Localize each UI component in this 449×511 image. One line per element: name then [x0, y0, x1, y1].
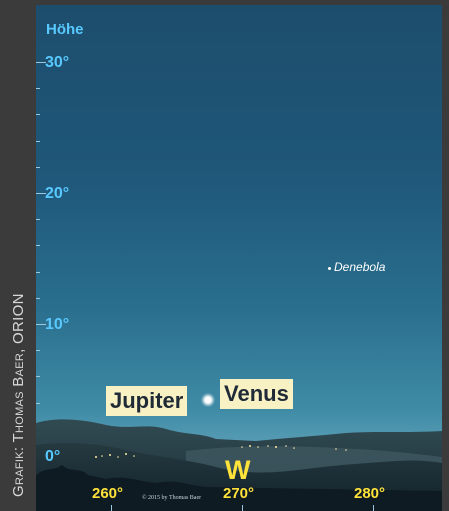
altitude-label-10: 10° — [45, 316, 70, 333]
altitude-tick-minor — [36, 298, 40, 299]
image-credit: Grafik: Thomas Baer, ORION — [10, 293, 27, 497]
azimuth-tick — [373, 505, 374, 511]
credit-strip: Grafik: Thomas Baer, ORION — [0, 0, 28, 511]
altitude-label-20: 20° — [45, 185, 70, 202]
altitude-label-0: 0° — [45, 448, 61, 465]
altitude-tick-minor — [36, 219, 40, 220]
azimuth-tick — [242, 505, 243, 511]
star-denebola-label: Denebola — [334, 260, 386, 274]
azimuth-tick — [111, 505, 112, 511]
altitude-tick-minor — [36, 114, 40, 115]
altitude-tick-minor — [36, 141, 40, 142]
altitude-tick-minor — [36, 272, 40, 273]
star-denebola-marker — [328, 267, 331, 270]
town-lights — [95, 445, 347, 458]
foreground-trees — [36, 465, 442, 511]
altitude-tick-major — [36, 193, 46, 194]
altitude-tick-minor — [36, 350, 40, 351]
altitude-tick-major — [36, 62, 46, 63]
altitude-tick-major — [36, 324, 46, 325]
altitude-tick-minor — [36, 376, 40, 377]
azimuth-label-270: 270° — [223, 485, 255, 502]
altitude-label-30: 30° — [45, 54, 70, 71]
horizon-landscape — [36, 419, 442, 511]
compass-direction-west: W — [225, 455, 251, 485]
planet-label-venus: Venus — [220, 379, 293, 409]
copyright-note: © 2015 by Thomas Baer — [142, 495, 202, 501]
azimuth-label-280: 280° — [354, 485, 386, 502]
azimuth-label-260: 260° — [92, 485, 124, 502]
planet-label-jupiter: Jupiter — [106, 386, 188, 416]
altitude-tick-minor — [36, 245, 40, 246]
altitude-tick-minor — [36, 403, 40, 404]
altitude-tick-minor — [36, 88, 40, 89]
altitude-axis-title: Höhe — [46, 21, 84, 38]
planet-glow-icon — [201, 393, 215, 407]
altitude-tick-minor — [36, 167, 40, 168]
sky-view: Höhe 30° 20° 10° Denebola — [36, 5, 442, 511]
